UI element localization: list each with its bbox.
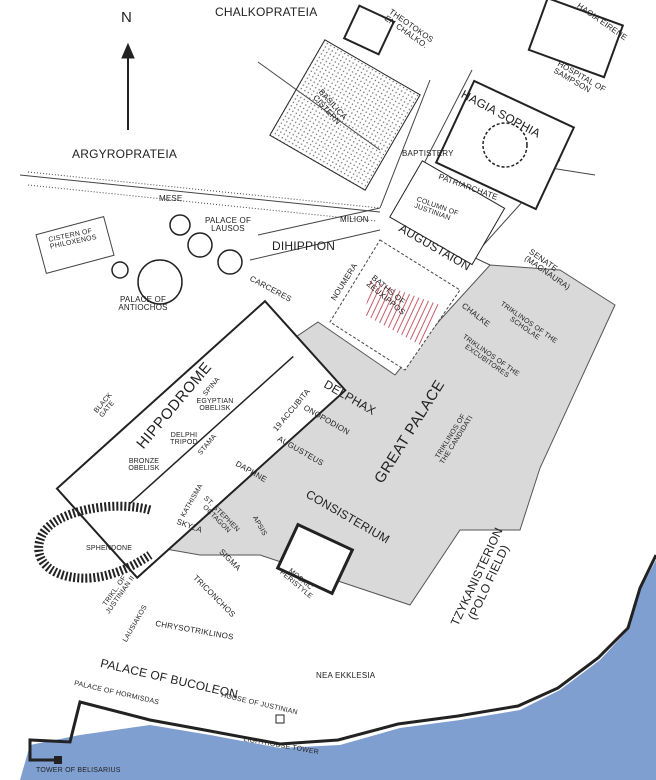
label-mese: MESE <box>159 194 183 203</box>
great-palace-area <box>159 264 616 606</box>
label-sphendone: SPHENDONE <box>86 545 133 552</box>
sphendone-shape <box>34 501 153 583</box>
lighthouse-marker <box>275 714 285 724</box>
label-delphi-tripod: DELPHI TRIPOD <box>170 432 198 447</box>
label-nea-ekklesia: NEA EKKLESIA <box>316 671 376 680</box>
label-milion: MILION <box>340 215 369 224</box>
label-palace-antiochos: PALACE OF ANTIOCHOS <box>118 295 168 313</box>
label-palace-lausos: PALACE OF LAUSOS <box>204 216 252 234</box>
sea-wall <box>28 554 656 762</box>
baths-hatching <box>365 280 440 345</box>
label-dihippion: DIHIPPION <box>272 239 336 253</box>
label-bronze-obelisk: BRONZE OBELISK <box>128 458 160 473</box>
label-egyptian-obelisk: EGYPTIAN OBELISK <box>196 398 234 413</box>
cistern-philoxenos-shape <box>35 216 115 274</box>
label-tower-belisarius: TOWER OF BELISARIUS <box>36 767 121 774</box>
palace-antiochos-shape <box>111 214 243 305</box>
tower-belisarius-marker <box>54 756 62 764</box>
sea <box>20 560 656 780</box>
label-baptistery: BAPTISTERY <box>402 149 454 158</box>
label-chalkoprateia: CHALKOPRATEIA <box>215 5 318 19</box>
label-argyroprateia: ARGYROPRATEIA <box>72 147 178 161</box>
mosaic-peristyle-shape <box>275 522 355 596</box>
augustaion-shape <box>389 160 506 266</box>
basilica-cistern-shape <box>269 39 421 191</box>
hagia-eirene-shape <box>527 0 625 79</box>
hagia-sophia-shape <box>434 79 576 211</box>
north-arrow-icon <box>121 42 135 130</box>
theotokos-shape <box>342 4 396 56</box>
compass-north: N <box>121 9 133 26</box>
